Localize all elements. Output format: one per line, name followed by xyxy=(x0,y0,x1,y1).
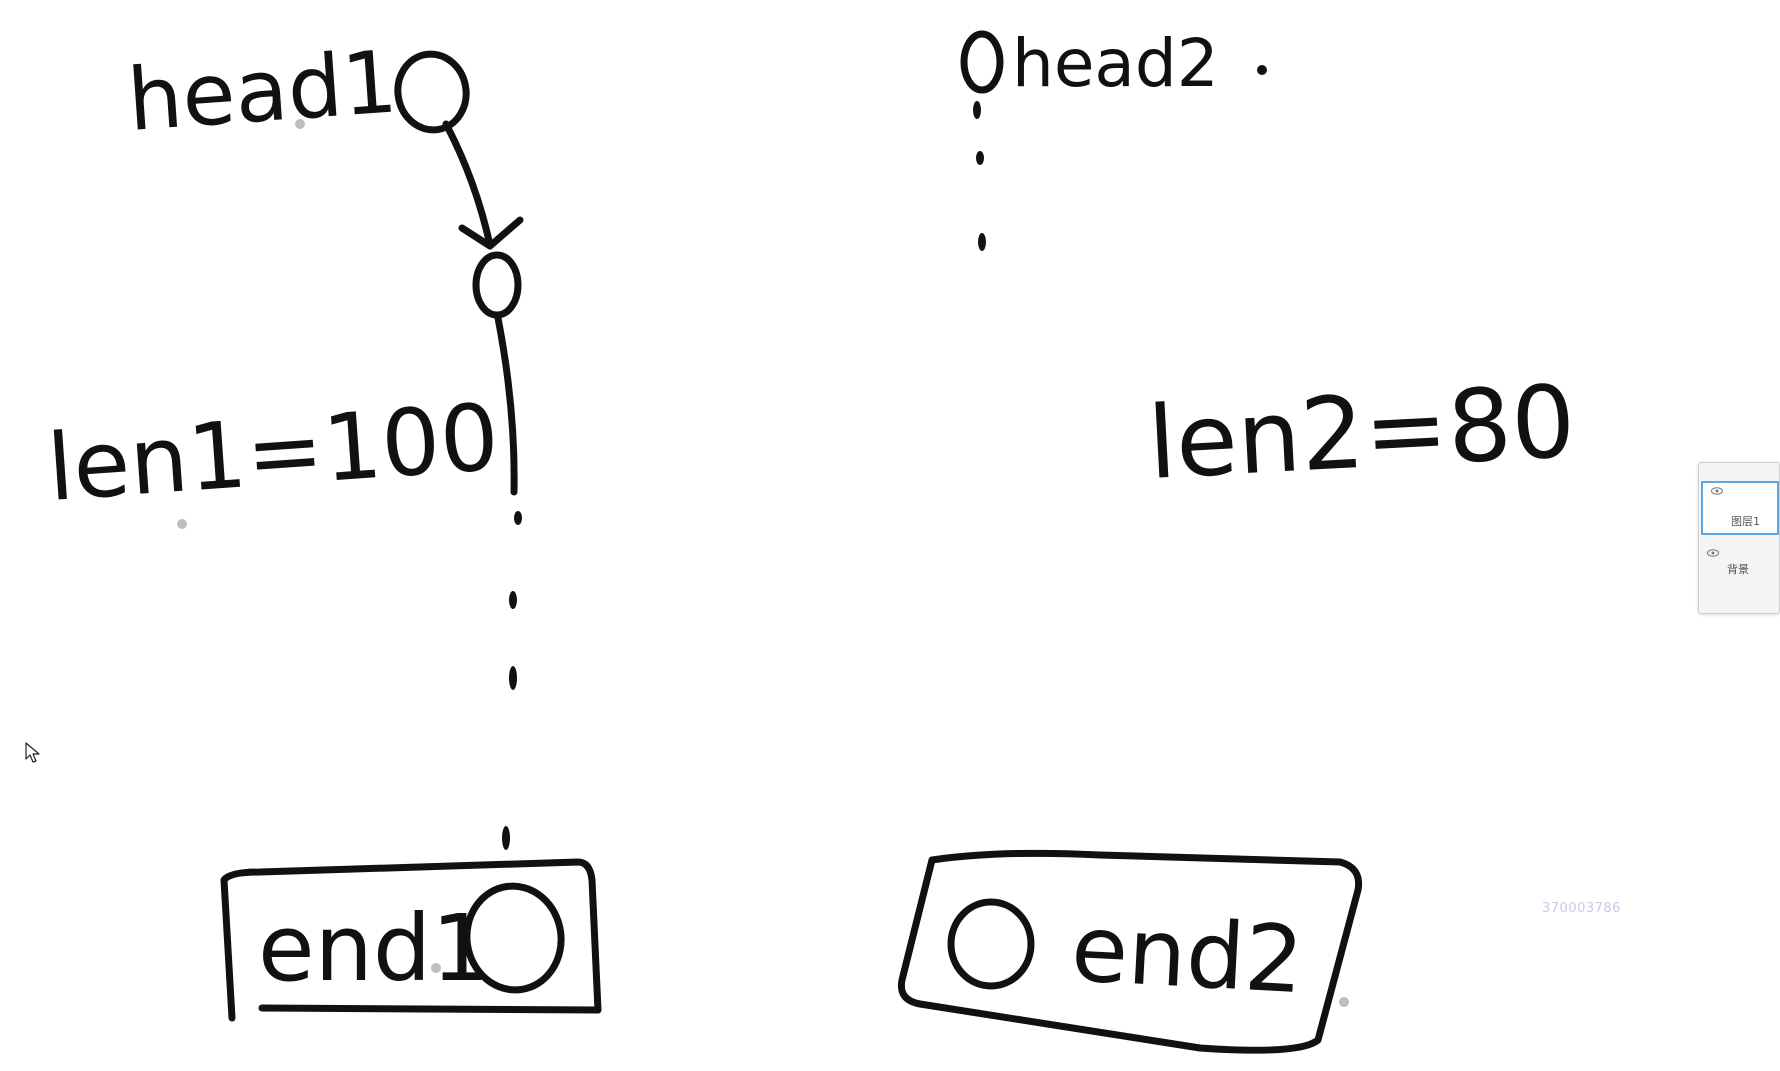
list1-link xyxy=(494,314,518,496)
end1-box xyxy=(220,858,602,1022)
head2-node xyxy=(960,30,1004,94)
list1-ellipsis-dot xyxy=(502,826,510,850)
list1-ellipsis-dot xyxy=(514,511,522,525)
layers-panel[interactable]: 图层1 背景 xyxy=(1698,462,1780,614)
eye-icon[interactable] xyxy=(1707,549,1719,557)
list1-node-2 xyxy=(472,251,522,319)
cursor-icon xyxy=(25,742,40,763)
head1-node xyxy=(394,50,470,134)
list1-ellipsis-dot xyxy=(509,591,517,609)
layer-row-active[interactable]: 图层1 xyxy=(1701,481,1779,535)
layer-name: 图层1 xyxy=(1731,515,1760,528)
period-dot xyxy=(1257,65,1267,75)
arrowhead xyxy=(458,216,524,250)
head1-next-arrow xyxy=(442,120,494,249)
list2-ellipsis-dot xyxy=(976,151,984,165)
head2-label: head2 xyxy=(1012,25,1219,102)
eye-icon[interactable] xyxy=(1711,487,1723,495)
watermark: 370003786 xyxy=(1542,901,1621,916)
stray-dot xyxy=(1339,997,1349,1007)
list2-ellipsis-dot xyxy=(978,233,986,251)
head1-label: head1 xyxy=(124,32,400,151)
len1-label: len1=100 xyxy=(44,384,502,522)
background-layer-name: 背景 xyxy=(1727,563,1749,576)
stray-dot xyxy=(431,963,441,973)
end2-label: end2 xyxy=(1069,895,1306,1014)
layer-row-background[interactable]: 背景 xyxy=(1699,545,1779,605)
list1-ellipsis-dot xyxy=(509,666,517,690)
end2-box xyxy=(897,849,1363,1054)
end1-label: end1 xyxy=(258,895,490,1002)
stray-dot xyxy=(177,519,187,529)
end1-node xyxy=(463,882,565,994)
len2-label: len2=80 xyxy=(1145,363,1578,502)
stray-dot xyxy=(295,119,305,129)
list2-ellipsis-dot xyxy=(973,101,981,119)
end2-node xyxy=(947,898,1035,990)
